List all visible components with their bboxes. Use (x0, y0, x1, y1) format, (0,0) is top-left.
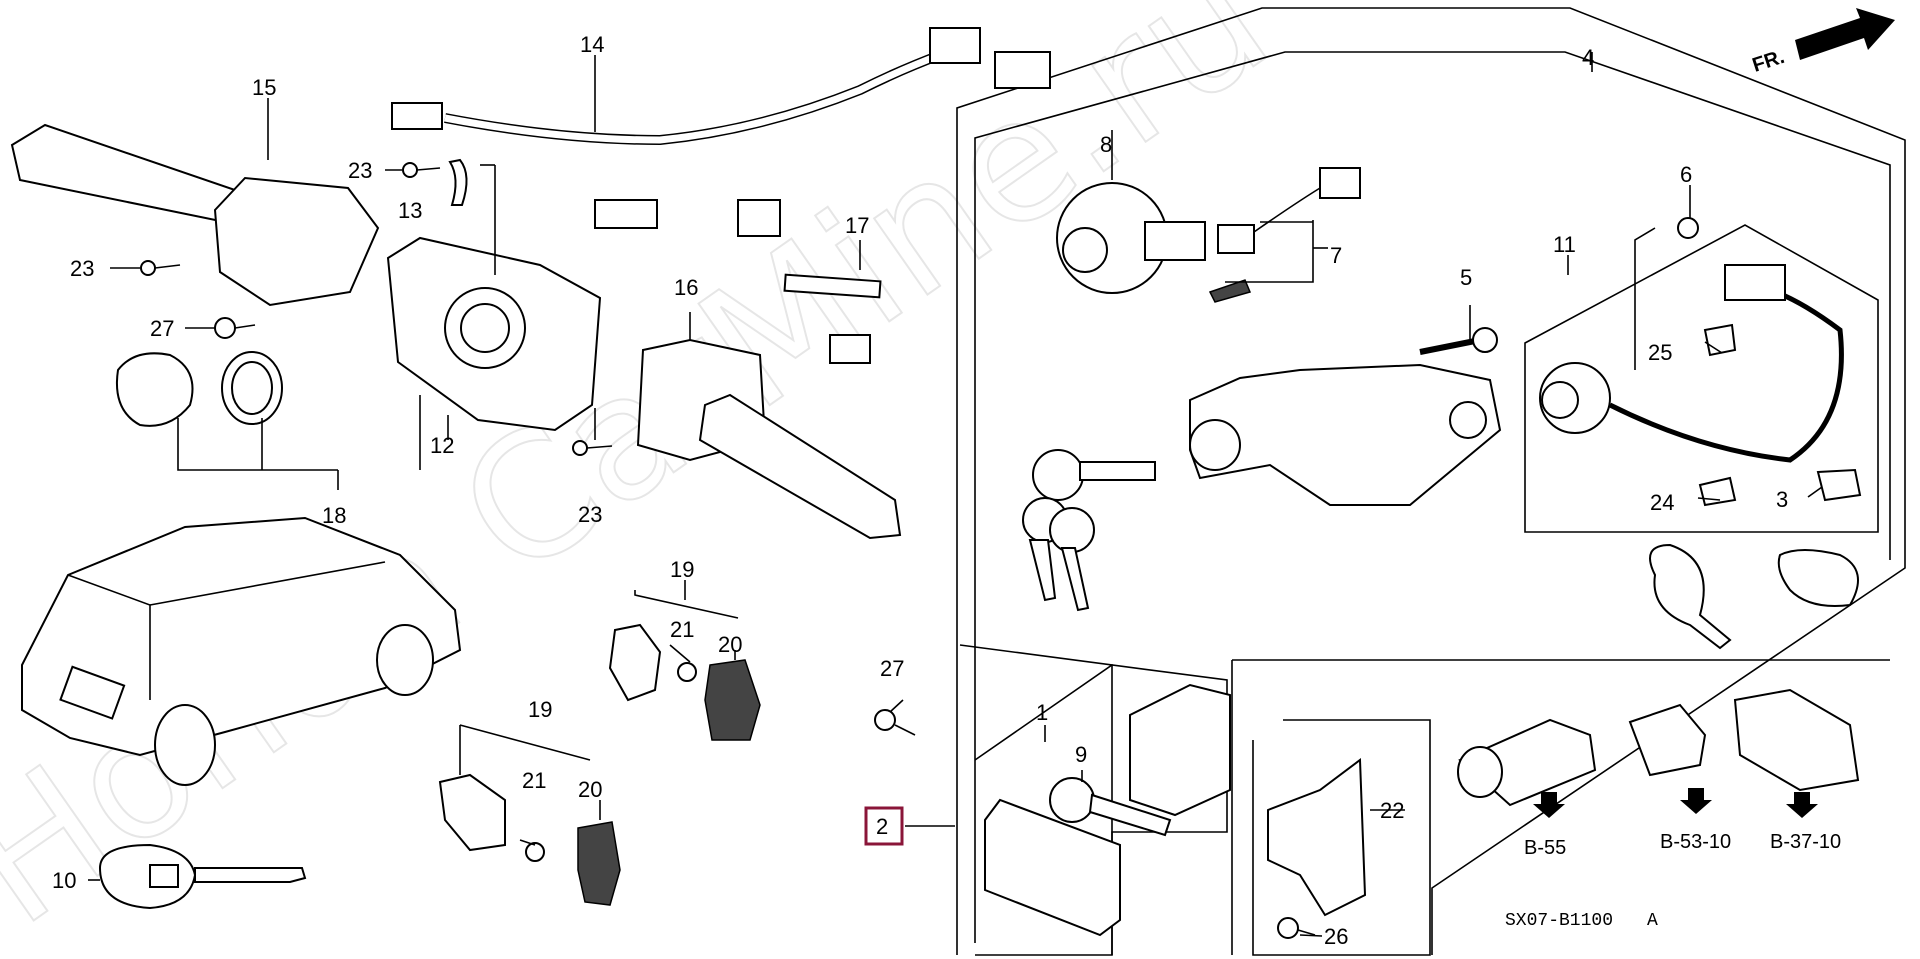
callout-19-lower: 19 (528, 697, 552, 722)
front-direction-arrow: FR. (1750, 8, 1895, 77)
ref-b5310: B-53-10 (1660, 831, 1731, 853)
callout-5: 5 (1460, 265, 1472, 290)
callouts: 15 14 23 13 23 27 12 18 23 17 16 19 21 2… (52, 32, 1788, 949)
callout-1: 1 (1036, 700, 1048, 725)
callout-26: 26 (1324, 924, 1348, 949)
callout-27-right: 27 (880, 656, 904, 681)
callout-23-left: 23 (70, 256, 94, 281)
callout-12: 12 (430, 433, 454, 458)
callout-23-bottom: 23 (578, 502, 602, 527)
bolt-26-part (1277, 917, 1316, 939)
callout-11: 11 (1553, 232, 1576, 257)
bolt-part (214, 317, 256, 339)
callout-17: 17 (845, 213, 869, 238)
callout-18: 18 (322, 503, 346, 528)
callout-15: 15 (252, 75, 276, 100)
cable-tie-parts (1649, 543, 1859, 650)
key-9-part (1049, 777, 1172, 837)
page-references: B-55 B-53-10 B-37-10 (1524, 831, 1841, 859)
steering-lock-part (1189, 363, 1502, 506)
diagram-code: SX07-B1100 (1505, 911, 1613, 931)
gasket-part (783, 273, 882, 299)
leader-lines (88, 52, 1823, 937)
ref-b3710: B-37-10 (1770, 831, 1841, 853)
callout-22: 22 (1380, 798, 1404, 823)
callout-24: 24 (1650, 490, 1674, 515)
wire-harness-part (391, 27, 1051, 237)
callout-4: 4 (1582, 45, 1594, 70)
callout-25: 25 (1648, 340, 1672, 365)
callout-23-top: 23 (348, 158, 372, 183)
callout-16: 16 (674, 275, 698, 300)
bracket-22-part (1267, 758, 1367, 917)
cable-reel-parts (116, 351, 283, 427)
callout-8: 8 (1100, 132, 1112, 157)
reference-arrows (1533, 788, 1818, 818)
cylinder-parts (1457, 688, 1860, 807)
screw-6-part (1677, 217, 1699, 239)
lock-cylinder-part (1056, 182, 1206, 294)
callout-14: 14 (580, 32, 604, 57)
bracket-frame (1252, 719, 1431, 956)
callout-27-left: 27 (150, 316, 174, 341)
callout-21-lower: 21 (522, 768, 546, 793)
wiper-switch-part (636, 334, 902, 540)
callout-19-upper: 19 (670, 557, 694, 582)
key-set-part (1022, 449, 1156, 612)
switch-assembly-frame (1524, 224, 1879, 533)
callout-10: 10 (52, 868, 76, 893)
callout-13: 13 (398, 198, 422, 223)
callout-3: 3 (1776, 487, 1788, 512)
callout-21-upper: 21 (670, 617, 694, 642)
door-switch-parts-lower (438, 773, 621, 906)
diagram-revision: A (1647, 911, 1658, 931)
key-part (98, 843, 307, 910)
callout-6: 6 (1680, 162, 1692, 187)
key-set-frame (974, 664, 1228, 956)
cable-reel-part (386, 236, 602, 432)
combination-switch-part (10, 123, 380, 307)
clip-part (448, 158, 468, 206)
door-switch-parts-upper (608, 623, 761, 741)
screw-parts (140, 162, 613, 456)
front-label: FR. (1750, 46, 1787, 77)
immobilizer-unit-part (1129, 683, 1231, 817)
key-tag-part (984, 798, 1121, 937)
callout-9: 9 (1075, 742, 1087, 767)
ignition-switch-part (1539, 264, 1862, 507)
callout-2-highlight (864, 806, 904, 846)
connector-part (1208, 167, 1361, 303)
vehicle-illustration (21, 516, 462, 786)
callout-7: 7 (1330, 243, 1342, 268)
bolt-27-part (874, 709, 916, 736)
shear-bolt-part (1419, 327, 1498, 355)
callout-20-lower: 20 (578, 777, 602, 802)
ref-b55: B-55 (1524, 837, 1566, 859)
callout-2: 2 (876, 814, 888, 839)
callout-20-upper: 20 (718, 632, 742, 657)
